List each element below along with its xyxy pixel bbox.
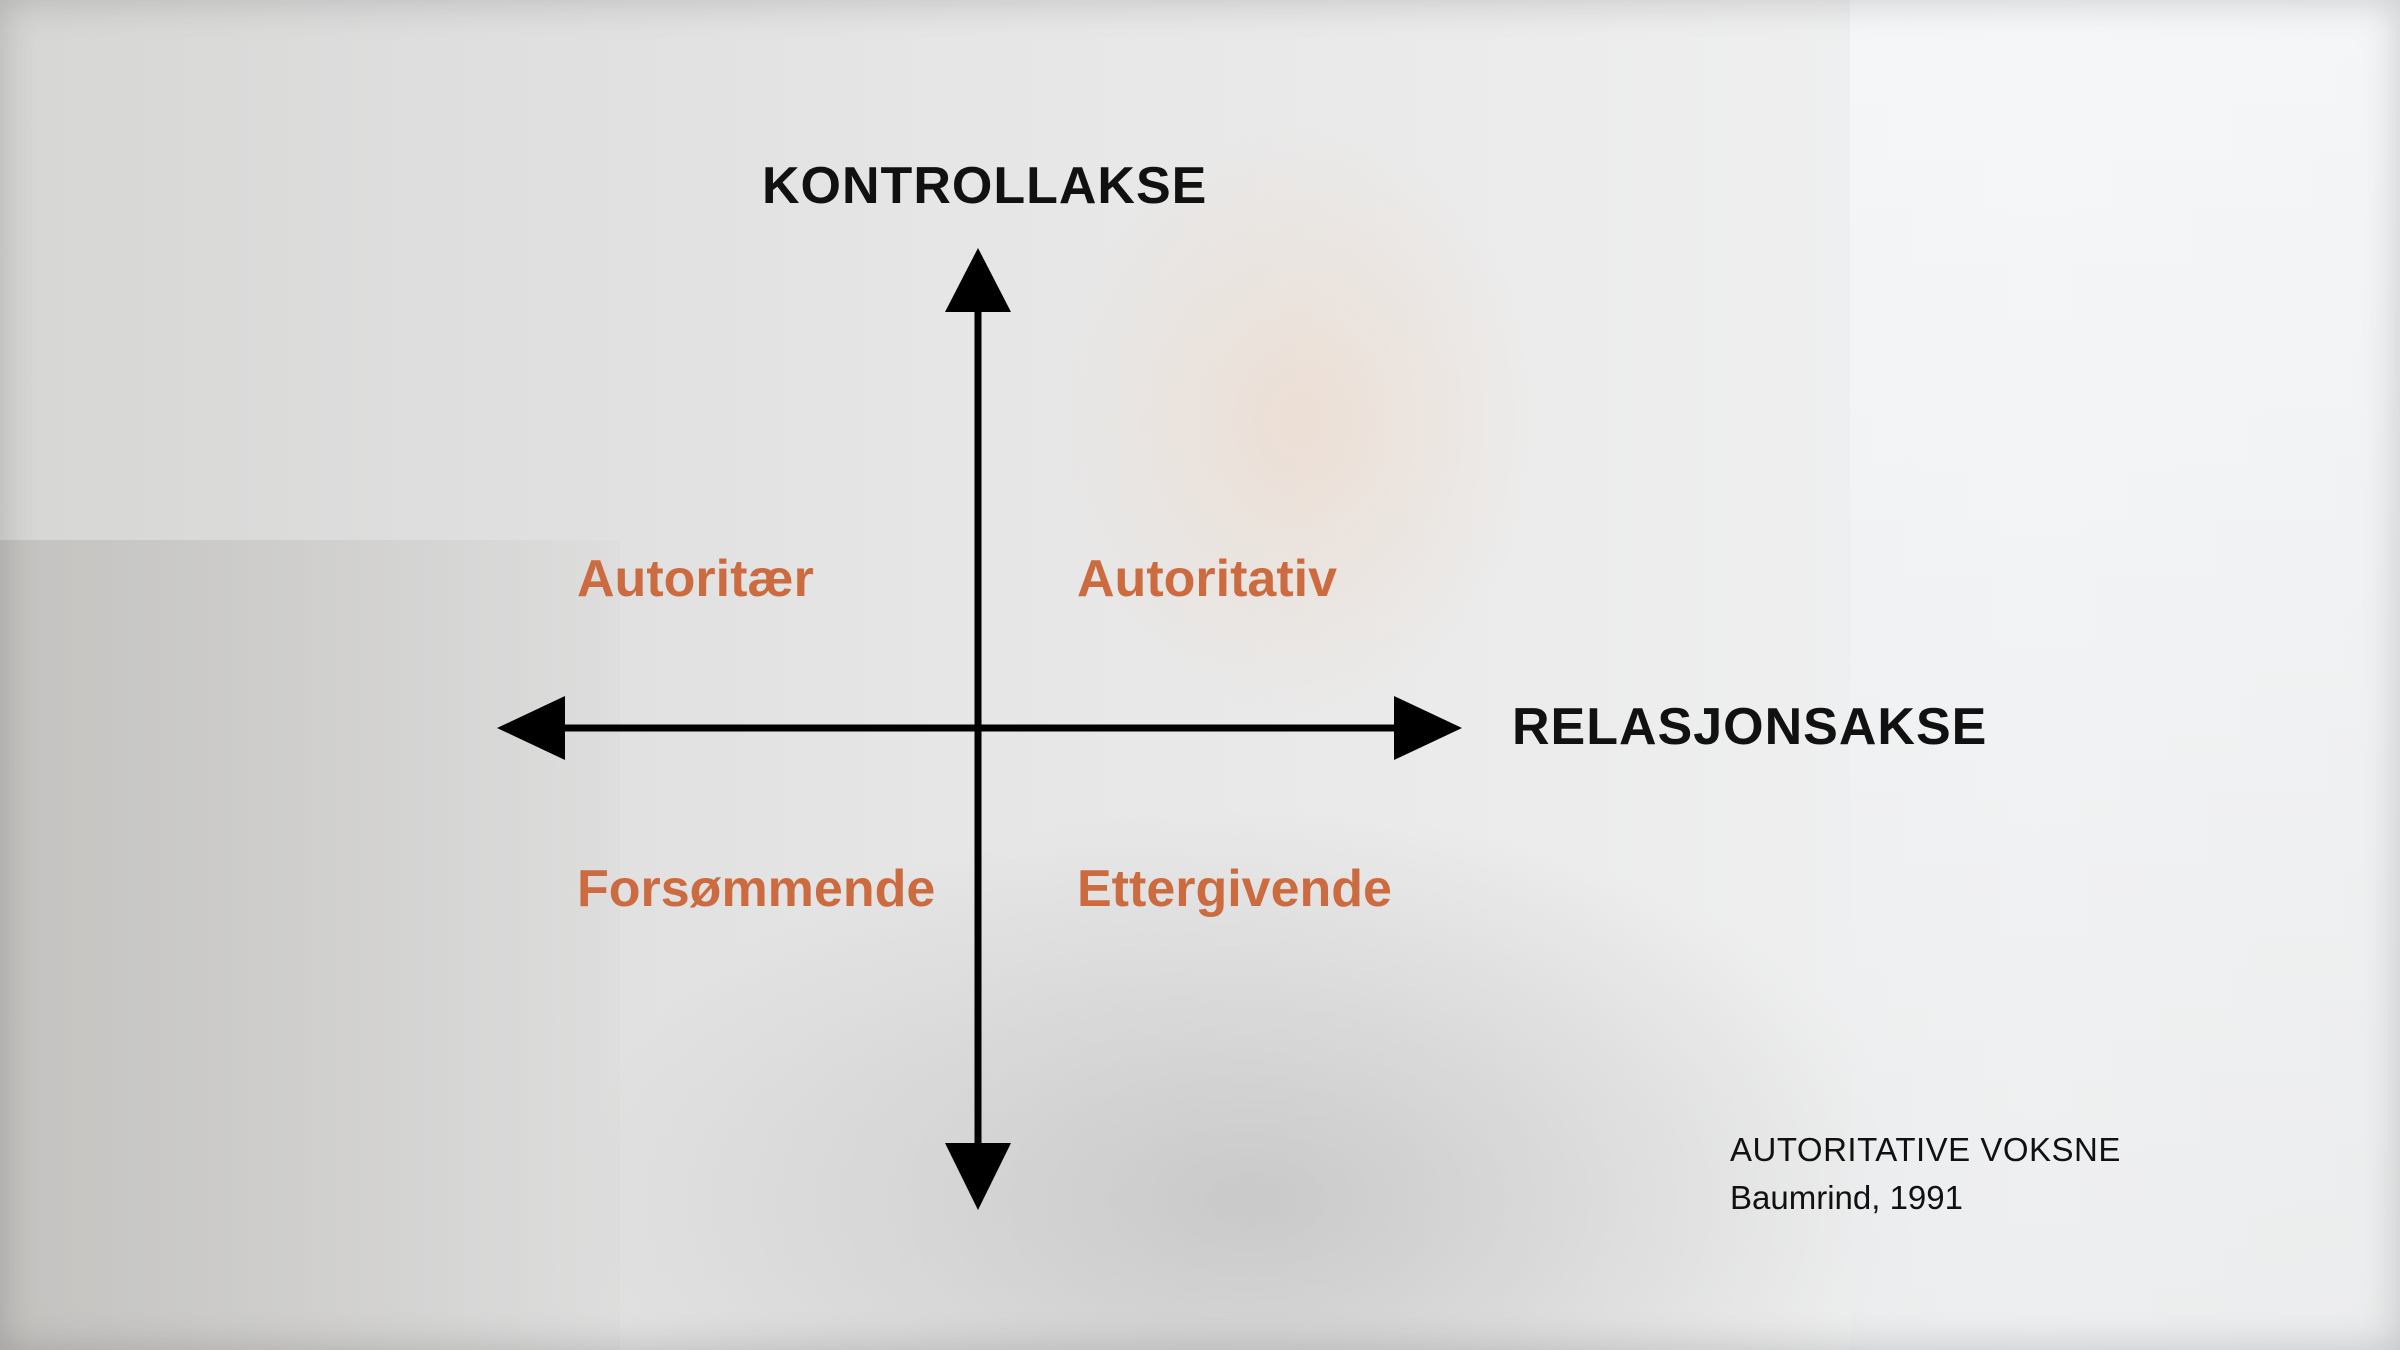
quadrant-label-top-right: Autoritativ bbox=[1077, 550, 1337, 608]
citation-source: Baumrind, 1991 bbox=[1730, 1179, 1963, 1216]
quadrant-label-top-left: Autoritær bbox=[577, 550, 814, 608]
quadrant-label-bottom-right: Ettergivende bbox=[1077, 860, 1392, 918]
citation-block: AUTORITATIVE VOKSNE Baumrind, 1991 bbox=[1730, 1126, 2121, 1222]
arrow-right-icon bbox=[1394, 696, 1462, 760]
horizontal-axis-title: RELASJONSAKSE bbox=[1512, 698, 1988, 756]
arrow-down-icon bbox=[945, 1143, 1011, 1210]
arrow-up-icon bbox=[945, 248, 1011, 312]
quadrant-label-bottom-left: Forsømmende bbox=[577, 860, 936, 918]
vertical-axis-title: KONTROLLAKSE bbox=[762, 157, 1208, 215]
arrow-left-icon bbox=[497, 696, 565, 760]
citation-heading: AUTORITATIVE VOKSNE bbox=[1730, 1131, 2121, 1168]
vertical-control-axis bbox=[945, 248, 1011, 1210]
horizontal-relation-axis bbox=[497, 696, 1462, 760]
background-window bbox=[1850, 0, 2400, 1350]
background-bookshelf bbox=[0, 540, 620, 1350]
